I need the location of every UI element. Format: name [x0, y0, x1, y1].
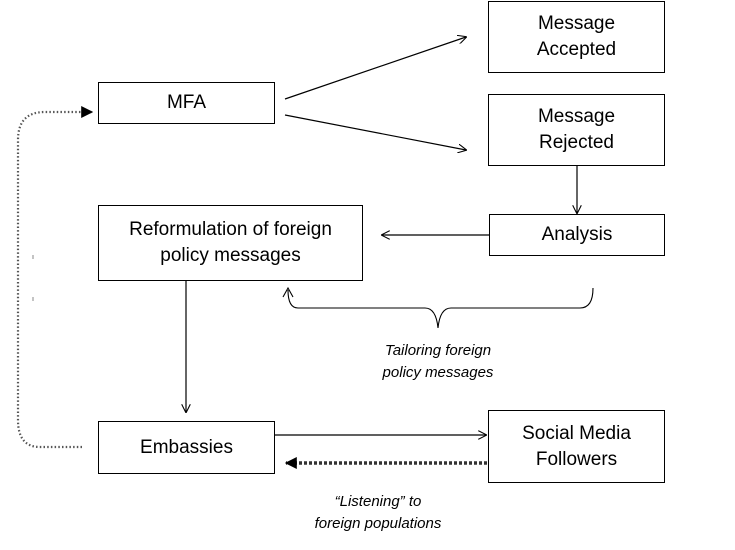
arrow-mfa-to-rejected — [284, 114, 466, 150]
node-label-line: Analysis — [541, 224, 613, 246]
caption-tailoring: Tailoring foreign policy messages — [343, 340, 533, 384]
node-message-rejected: Message Rejected — [488, 94, 665, 166]
node-label-line: MFA — [166, 92, 207, 114]
node-mfa: MFA — [98, 82, 275, 124]
node-social-media-followers: Social Media Followers — [488, 410, 665, 483]
node-label-line: Reformulation of foreign — [129, 219, 332, 241]
arrow-mfa-to-accepted — [284, 37, 466, 100]
node-message-accepted: Message Accepted — [488, 1, 665, 73]
node-label-line: Embassies — [140, 436, 233, 458]
node-label-line: policy messages — [160, 245, 301, 266]
node-embassies: Embassies — [98, 421, 275, 474]
node-label-line: Followers — [535, 448, 618, 470]
caption-listening: “Listening” to foreign populations — [283, 491, 473, 535]
caption-line: foreign populations — [314, 514, 442, 532]
node-label-line: Rejected — [539, 132, 614, 153]
tailoring-bracket-arrowhead — [282, 286, 294, 298]
node-analysis: Analysis — [489, 214, 665, 256]
node-label-line: Accepted — [536, 39, 617, 60]
tailoring-bracket — [287, 287, 594, 329]
node-reformulation: Reformulation of foreign policy messages — [98, 205, 363, 281]
caption-line: “Listening” to — [334, 493, 422, 510]
caption-line: Tailoring foreign — [384, 342, 492, 359]
node-label-line: Social Media — [522, 422, 631, 444]
caption-line: policy messages — [382, 363, 494, 381]
node-label-line: Message — [537, 106, 616, 128]
feedback-loop-dotted-arrow — [16, 106, 94, 449]
node-label-line: Message — [537, 13, 616, 35]
